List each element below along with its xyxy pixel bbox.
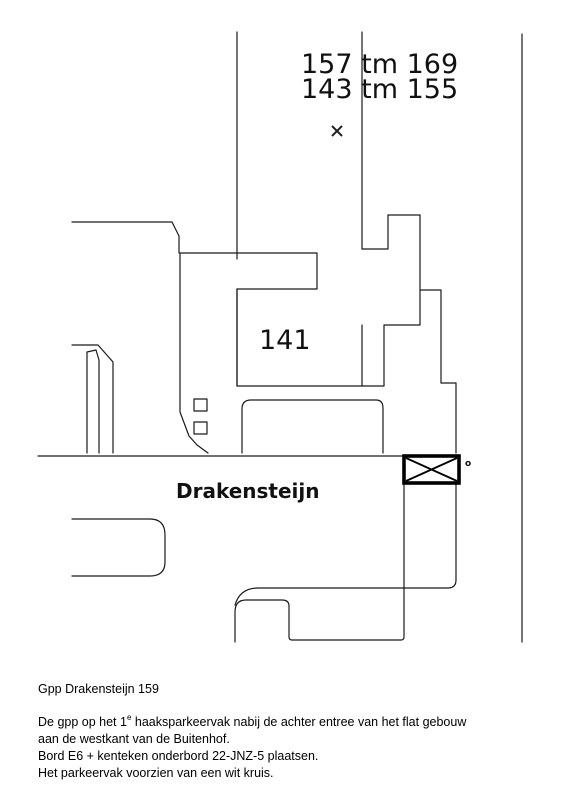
south-parking-lane (234, 483, 405, 643)
location-cross-marker (331, 125, 343, 137)
house-numbers-label-2: 143 tm 155 (301, 74, 459, 105)
parking-space-marked (402, 454, 461, 485)
caption-line-1: De gpp op het 1e haaksparkeervak nabij d… (38, 712, 558, 731)
house-number-block-label: 141 (259, 325, 311, 356)
caption-line-1-start: De gpp op het 1 (38, 715, 127, 729)
marker-small-label: o (465, 459, 472, 469)
caption-line-2: aan de westkant van de Buitenhof. (38, 732, 230, 746)
parking-space-cross-2 (405, 457, 458, 482)
site-map (37, 31, 523, 643)
small-square-1 (193, 398, 208, 412)
street-name-label: Drakensteijn (176, 479, 320, 503)
caption-line-4: Het parkeervak voorzien van een wit krui… (38, 766, 274, 780)
caption-line-3: Bord E6 + kenteken onderbord 22-JNZ-5 pl… (38, 749, 319, 763)
building-left-wing-lower (71, 344, 114, 454)
caption-block: Gpp Drakensteijn 159 De gpp op het 1e ha… (38, 681, 558, 782)
building-inner-block (236, 288, 363, 387)
caption-line-1-sup: e (126, 712, 132, 722)
south-left-curb (71, 518, 166, 577)
entrance-block (241, 399, 384, 454)
building-left-inner (86, 349, 100, 454)
building-left-wing (71, 221, 180, 254)
caption-line-1-end: haaksparkeervak nabij de achter entree v… (131, 715, 467, 729)
small-square-2 (193, 421, 208, 435)
south-parking-lane-outer (234, 483, 457, 606)
building-outline-right (419, 289, 457, 454)
house-numbers-label-1: 157 tm 169 (301, 49, 459, 80)
caption-title: Gpp Drakensteijn 159 (38, 682, 159, 696)
